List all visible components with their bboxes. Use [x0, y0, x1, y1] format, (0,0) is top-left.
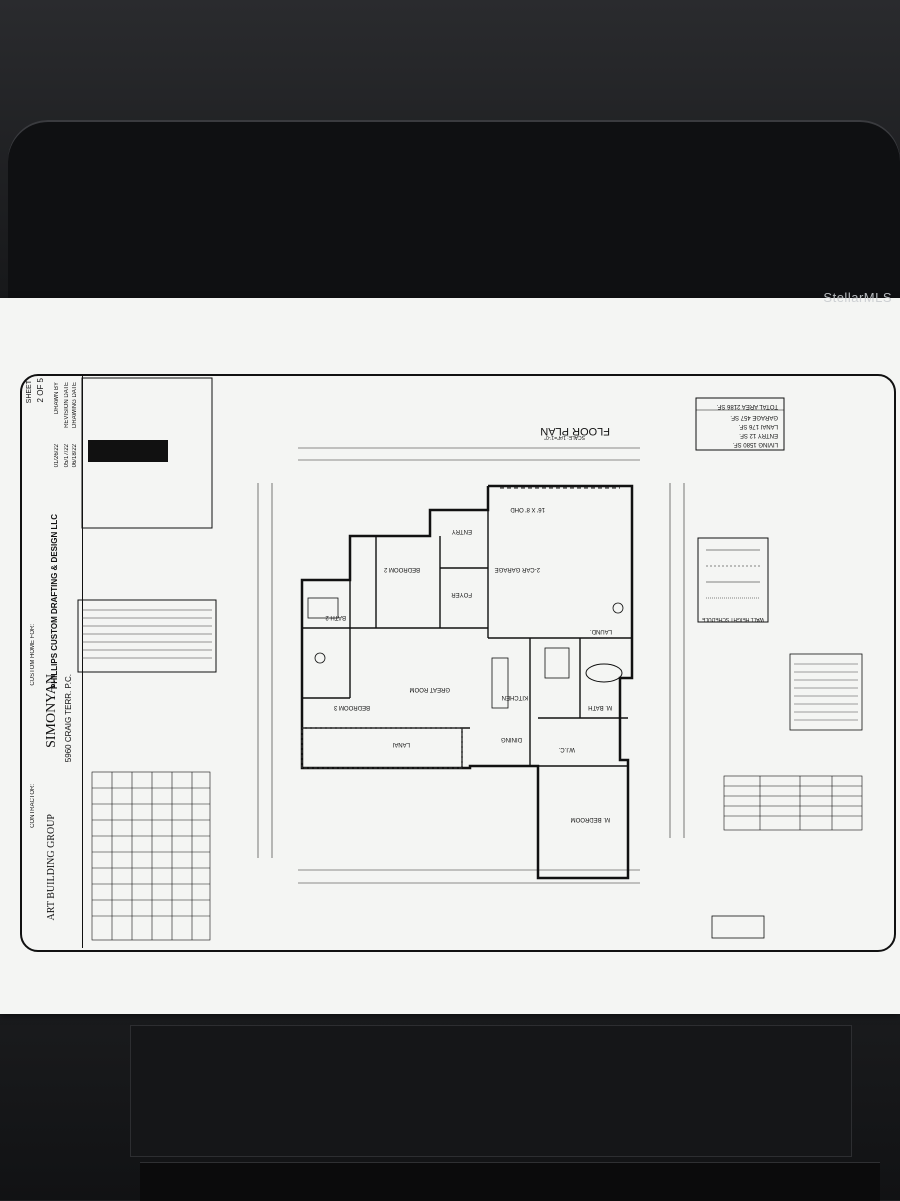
sheet-border: [20, 374, 896, 952]
entry-label: ENTRY: [452, 528, 472, 534]
plan-scale: SCALE: 1/4"=1'-0": [544, 434, 585, 440]
bedroom2-label: BEDROOM 2: [383, 566, 420, 572]
area-garage: GARAGE 457 SF.: [730, 414, 778, 420]
printer-output-slot: [8, 120, 900, 300]
bath2-label: BATH 2: [325, 614, 346, 620]
window-schedule-table: [91, 771, 211, 941]
master-bath-label: M. BATH: [588, 704, 612, 710]
wall-height-schedule: WALL HEIGHT SCHEDULE: [697, 537, 769, 623]
printer-foot: [140, 1162, 880, 1201]
dimension-lines: [257, 447, 685, 884]
floor-plan-sheet: SHEET 2 OF 5 DRAWN BY REVISION DATE DRAW…: [0, 298, 900, 1014]
wic-label: W.I.C.: [558, 746, 575, 752]
printer-tray: [130, 1025, 852, 1157]
lanai-outline: [301, 727, 463, 769]
bathtub: [585, 663, 623, 683]
fixtures: [307, 597, 624, 709]
door-schedule-table: [723, 775, 863, 831]
area-lanai: LANAI 176 SF.: [738, 423, 778, 429]
title-block: SHEET 2 OF 5 DRAWN BY REVISION DATE DRAW…: [20, 374, 83, 948]
dining-label: DINING: [501, 736, 522, 742]
interior-walls: [302, 510, 632, 768]
right-notes: [789, 653, 863, 731]
foyer-label: FOYER: [451, 591, 472, 597]
great-room-label: GREAT ROOM: [410, 686, 450, 692]
area-entry: ENTRY 12 SF.: [739, 432, 778, 438]
floor-plan-drawing: 2-CAR GARAGE 16' X 8' OHD ENTRY BEDROOM …: [77, 377, 863, 941]
garage-door-label: 16' X 8' OHD: [510, 506, 545, 512]
area-living: LIVING 1580 SF.: [733, 441, 778, 447]
wal-tech-logo: [81, 377, 213, 529]
wall-height-title: WALL HEIGHT SCHEDULE: [701, 616, 764, 622]
area-table: TOTAL AREA 2186 SF. GARAGE 457 SF. LANAI…: [695, 397, 785, 451]
general-notes-box: [77, 599, 217, 673]
area-total: TOTAL AREA 2186 SF.: [716, 403, 778, 409]
kitchen-label: KITCHEN: [502, 694, 528, 700]
laundry-label: LAUND.: [590, 628, 612, 634]
room-labels: 2-CAR GARAGE 16' X 8' OHD ENTRY BEDROOM …: [325, 506, 612, 822]
exterior-walls: [300, 484, 634, 880]
master-bedroom-label: M. BEDROOM: [571, 816, 610, 822]
contractor-note-box: [711, 915, 765, 939]
bedroom3-label: BEDROOM 3: [333, 704, 370, 710]
garage-label: 2-CAR GARAGE: [495, 566, 540, 572]
lanai-label: LANAI: [392, 741, 410, 747]
plan-title: FLOOR PLAN: [540, 425, 610, 437]
watermark: StellarMLS: [823, 290, 892, 305]
notes-lines: [82, 609, 212, 659]
watermark-text: StellarMLS: [823, 290, 892, 305]
